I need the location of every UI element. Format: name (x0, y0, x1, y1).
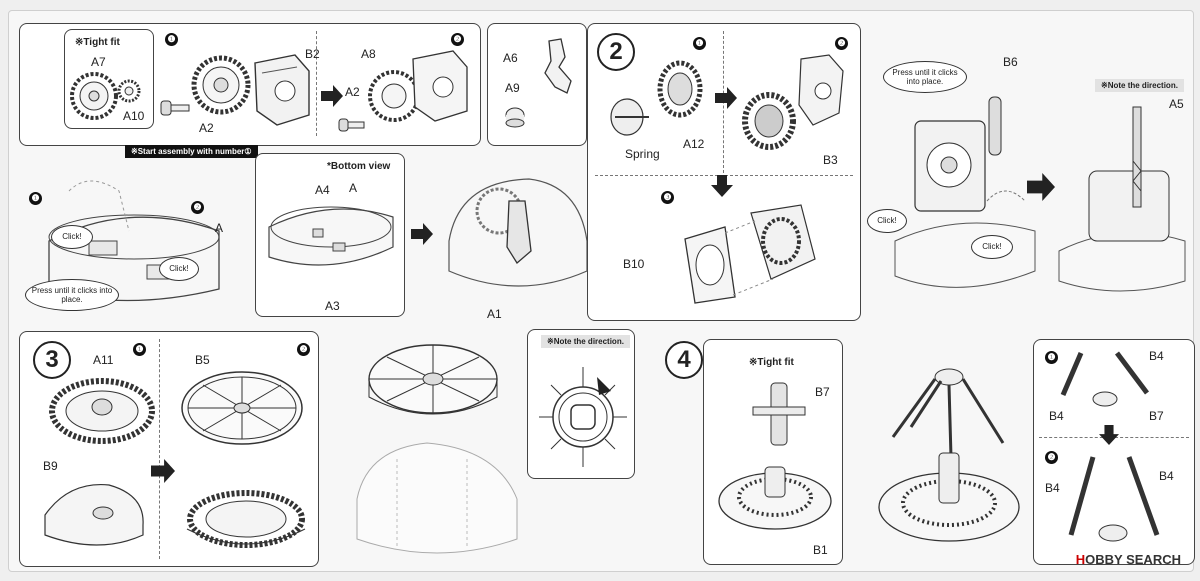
gear-a7-icon (70, 72, 118, 120)
label-a10: A10 (123, 109, 145, 123)
arrow-right-icon-3 (715, 87, 737, 109)
label-b4a: B4 (1149, 349, 1164, 363)
arrow-right-icon-2 (411, 223, 433, 245)
label-b4d: B4 (1159, 469, 1174, 483)
shaft-b6-icon (988, 96, 1002, 156)
gear-a11-icon (49, 378, 155, 444)
tight-fit-note: ※Tight fit (69, 35, 126, 50)
bottom-view-label: *Bottom view (327, 161, 391, 172)
frame-b3-icon (798, 54, 844, 126)
watermark: HOBBY SEARCH (1075, 552, 1181, 567)
callout-2: ❷ (191, 201, 204, 214)
label-a6: A6 (503, 51, 518, 65)
housing-b10-icon (684, 204, 816, 304)
label-a9: A9 (505, 81, 520, 95)
label-b10: B10 (623, 257, 645, 271)
hub-b7-icon (752, 382, 806, 446)
lever-a6-icon (544, 38, 572, 94)
sub-step-4-2: ❷ (1045, 451, 1058, 464)
gear-b3-icon (742, 92, 796, 150)
direction-detail-icon (539, 367, 627, 467)
sub-step-3-2: ❷ (297, 343, 310, 356)
click-bubble-2: Click! (159, 257, 199, 281)
label-a12: A12 (683, 137, 705, 151)
sub-step-3-1: ❶ (133, 343, 146, 356)
sub-step-2-3: ❸ (661, 191, 674, 204)
click-bubble-3: Click! (867, 209, 907, 233)
pin-a2b-icon (338, 118, 365, 132)
final-base-a5-icon (1058, 106, 1186, 292)
arrow-right-icon-5 (151, 459, 175, 483)
sub-step-4-1: ❶ (1045, 351, 1058, 364)
instruction-sheet: 1 ※Tight fit ❶ ❷ A7 A10 B2 A2 (8, 10, 1195, 572)
label-b3: B3 (823, 153, 838, 167)
sub-step-1: ❶ (165, 33, 178, 46)
base-with-housing-icon (894, 120, 1036, 288)
base-bottom-icon (268, 206, 394, 266)
base-b9-icon (44, 483, 144, 546)
spring-icon (610, 98, 649, 136)
press-note-bubble: Press until it clicks into place. (25, 279, 119, 311)
label-b4b: B4 (1049, 409, 1064, 423)
note-direction-tag: ※Note the direction. (1095, 79, 1184, 92)
label-a7: A7 (91, 55, 106, 69)
start-assembly-note: ※Start assembly with number① (125, 145, 258, 158)
legs-assembled-icon (1068, 456, 1160, 542)
label-a2: A2 (199, 121, 214, 135)
label-b1: B1 (813, 543, 828, 557)
label-a8: A8 (361, 47, 376, 61)
sub-step-2: ❷ (451, 33, 464, 46)
press-note-bubble-2: Press until it clicks into place. (883, 61, 967, 93)
frame-b2-icon (254, 54, 310, 126)
callout-1: ❶ (29, 192, 42, 205)
label-a1: A1 (487, 307, 502, 321)
wheel-b5-icon (181, 371, 303, 445)
label-b9: B9 (43, 459, 58, 473)
gear-assembly-icon (191, 55, 251, 115)
label-b4c: B4 (1045, 481, 1060, 495)
divider (316, 31, 317, 136)
note-direction-tag-2: ※Note the direction. (541, 335, 630, 348)
gear-a10-icon (117, 79, 141, 103)
label-a-base: A (215, 221, 224, 235)
carousel-stand-icon (878, 368, 1020, 542)
wheel-on-assembly-icon (356, 344, 518, 554)
label-a3: A3 (325, 299, 340, 313)
wheel-b1-icon (718, 466, 832, 530)
label-b7: B7 (815, 385, 830, 399)
arrow-right-icon (321, 85, 343, 107)
label-b6: B6 (1003, 55, 1018, 69)
gear-on-base-icon (186, 490, 306, 548)
step-2-number: 2 (597, 33, 635, 71)
click-bubble-1: Click! (51, 225, 93, 249)
tight-fit-note-2: ※Tight fit (749, 357, 794, 368)
frame-assembled-icon (412, 50, 468, 122)
label-b2: B2 (305, 47, 320, 61)
arrow-right-icon-4 (1027, 173, 1055, 201)
arrow-down-icon (711, 175, 733, 197)
label-a: A (349, 181, 358, 195)
arrow-down-icon-2 (1099, 425, 1119, 445)
label-b5: B5 (195, 353, 210, 367)
label-a2b: A2 (345, 85, 360, 99)
step-4-number: 4 (665, 341, 703, 379)
sub-step-2-2: ❷ (835, 37, 848, 50)
sub-step-2-1: ❶ (693, 37, 706, 50)
label-a4: A4 (315, 183, 330, 197)
step-3-number: 3 (33, 341, 71, 379)
divider-4 (159, 339, 160, 559)
label-spring: Spring (625, 147, 660, 161)
gear-a12-icon (657, 60, 703, 118)
legs-b4-icon (1060, 351, 1149, 407)
label-b7b: B7 (1149, 409, 1164, 423)
dome-assembly-icon (448, 178, 588, 287)
label-a5: A5 (1169, 97, 1184, 111)
click-bubble-4: Click! (971, 235, 1013, 259)
pin-a2-icon (160, 100, 190, 116)
label-a11: A11 (93, 353, 114, 367)
cap-a9-icon (505, 107, 525, 128)
